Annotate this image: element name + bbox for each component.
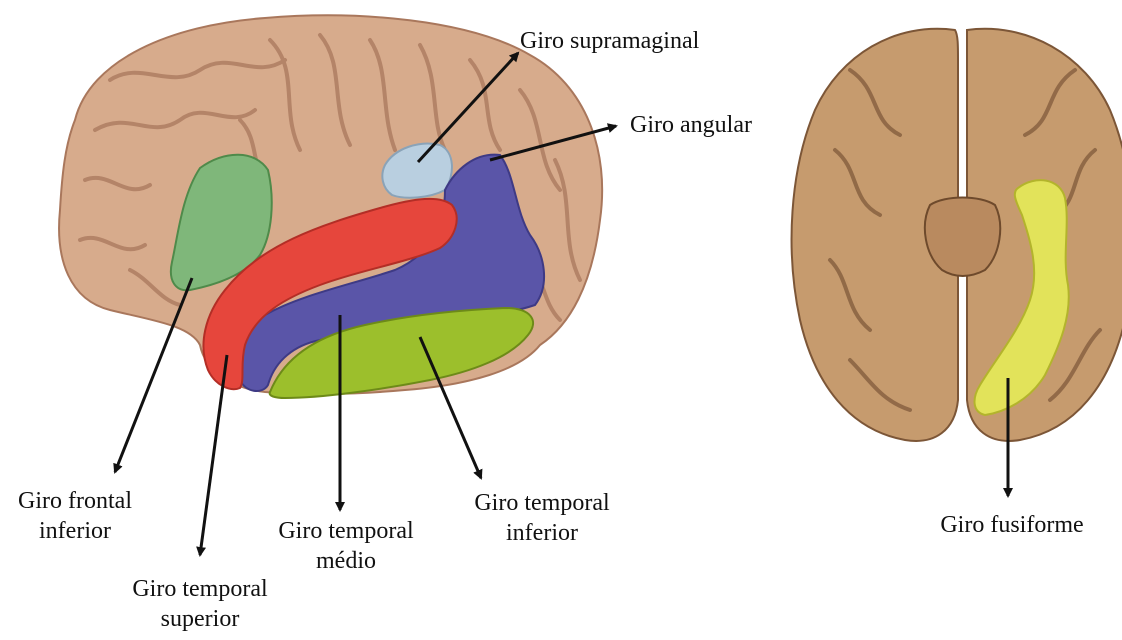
label-frontal-inferior-line2: inferior: [10, 516, 140, 546]
label-temporal-inferior-line2: inferior: [452, 518, 632, 548]
label-giro-temporal-superior: Giro temporal superior: [110, 574, 290, 634]
ventral-brain: [792, 29, 1122, 441]
label-frontal-inferior-line1: Giro frontal: [10, 486, 140, 516]
label-giro-temporal-medio: Giro temporal médio: [256, 516, 436, 576]
lateral-brain: [59, 15, 602, 398]
label-giro-temporal-inferior: Giro temporal inferior: [452, 488, 632, 548]
label-fusiforme-text: Giro fusiforme: [912, 510, 1112, 540]
label-giro-angular: Giro angular: [630, 110, 752, 140]
brainstem: [925, 198, 1000, 277]
label-giro-fusiforme: Giro fusiforme: [912, 510, 1112, 540]
label-temporal-inferior-line1: Giro temporal: [452, 488, 632, 518]
arrow-temporal-superior: [200, 355, 227, 555]
label-supramarginal-text: Giro supramaginal: [520, 26, 699, 56]
label-temporal-medio-line2: médio: [256, 546, 436, 576]
label-temporal-superior-line2: superior: [110, 604, 290, 634]
label-giro-supramaginal: Giro supramaginal: [520, 26, 699, 56]
label-giro-frontal-inferior: Giro frontal inferior: [10, 486, 140, 546]
label-temporal-superior-line1: Giro temporal: [110, 574, 290, 604]
label-temporal-medio-line1: Giro temporal: [256, 516, 436, 546]
label-angular-text: Giro angular: [630, 110, 752, 140]
